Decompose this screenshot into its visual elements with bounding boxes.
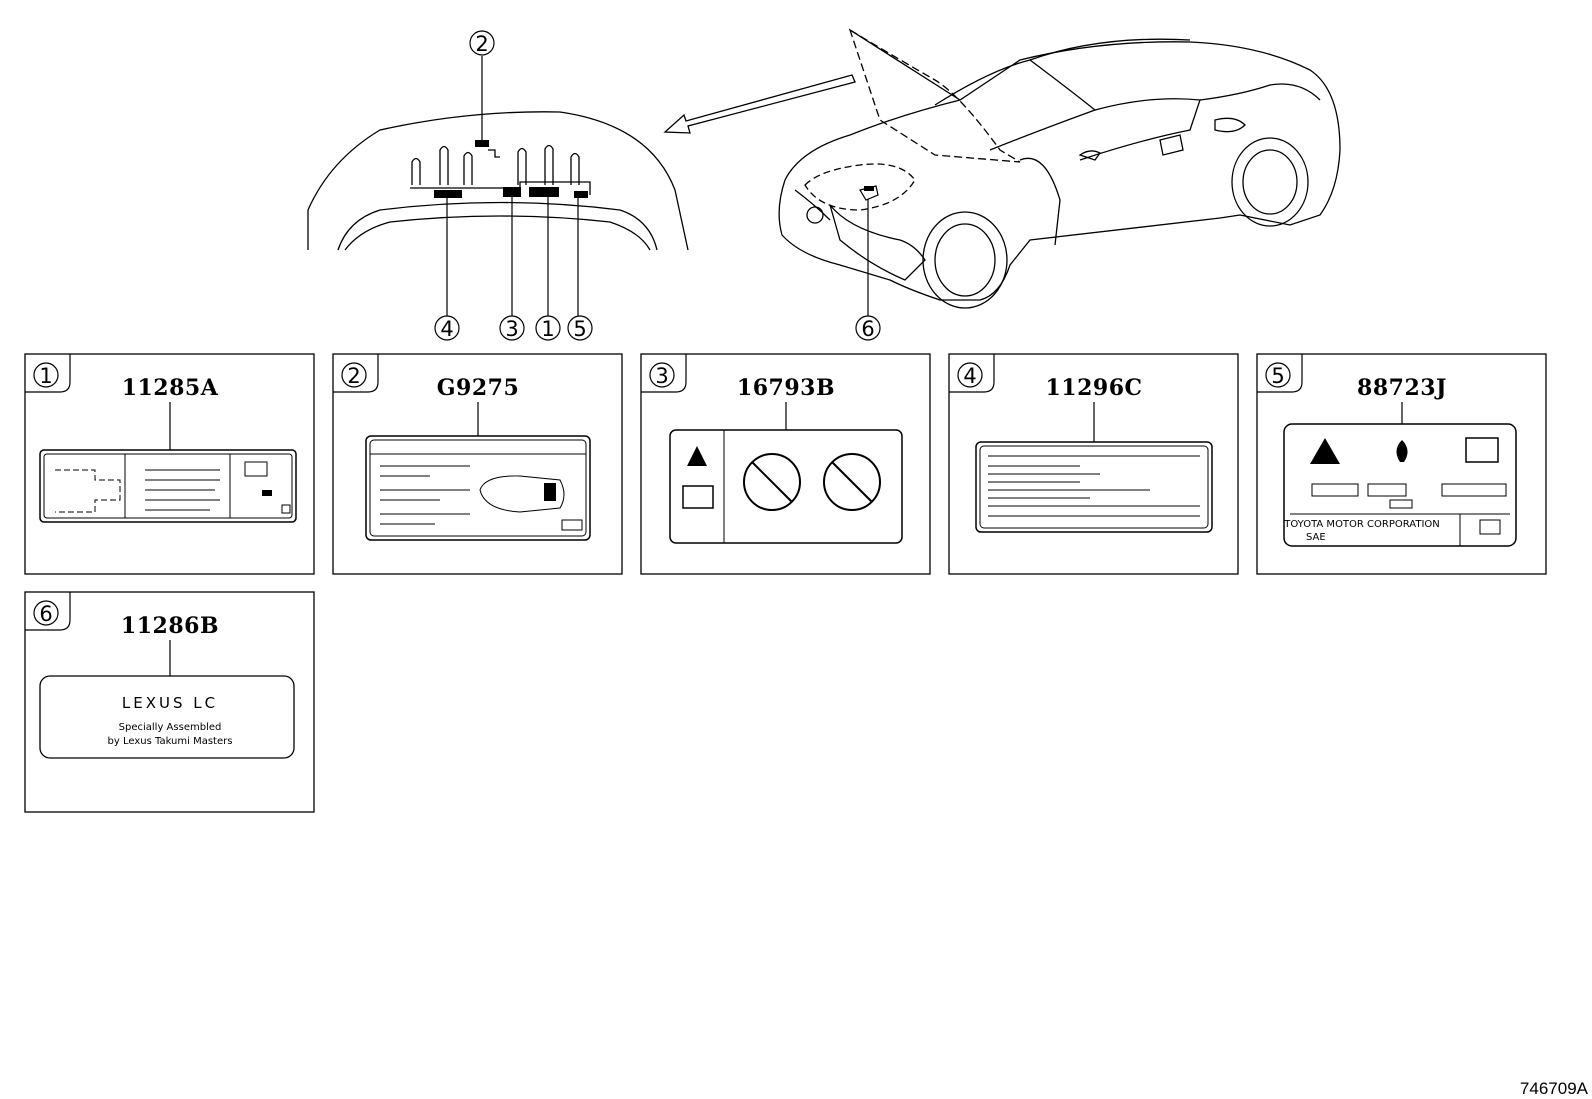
svg-text:1: 1: [541, 317, 554, 341]
engine-bay-detail: [307, 111, 689, 251]
panel-1: 1 11285A: [25, 354, 297, 523]
panel-3: 3 16793B: [641, 354, 903, 544]
panel-6: 6 11286B LEXUS LC Specially Assembled by…: [25, 592, 295, 759]
svg-text:16793B: 16793B: [737, 375, 835, 401]
svg-text:2: 2: [475, 32, 488, 56]
svg-text:6: 6: [39, 602, 52, 626]
panel-5: 5 88723J TOYOTA MOTOR CORPORATION SAE: [1257, 354, 1517, 547]
callout-2-top: 2: [469, 30, 495, 56]
svg-text:G9275: G9275: [437, 375, 520, 401]
car-illustration: [778, 28, 1341, 309]
panel-2: G9275 2 G9275: [333, 354, 591, 541]
callout-5-top: 5: [567, 315, 593, 341]
svg-text:TOYOTA MOTOR CORPORATION: TOYOTA MOTOR CORPORATION: [1283, 519, 1440, 530]
svg-text:by Lexus Takumi Masters: by Lexus Takumi Masters: [108, 736, 233, 747]
svg-text:Specially Assembled: Specially Assembled: [119, 722, 222, 733]
svg-text:11285A: 11285A: [122, 375, 219, 401]
svg-text:5: 5: [1271, 364, 1284, 388]
svg-text:4: 4: [440, 317, 453, 341]
label-panels: [24, 353, 1547, 813]
svg-text:11286B: 11286B: [121, 613, 219, 639]
svg-text:LEXUS LC: LEXUS LC: [122, 694, 218, 712]
label-positions: [434, 140, 588, 198]
leader-lines: [446, 56, 869, 316]
svg-text:88723J: 88723J: [1357, 375, 1447, 401]
callout-3-top: 3: [499, 315, 525, 341]
label-6-position: [859, 185, 879, 201]
svg-text:4: 4: [963, 364, 976, 388]
svg-text:1: 1: [39, 364, 52, 388]
panel-4: 4 11296C: [949, 354, 1213, 533]
callout-1-top: 1: [535, 315, 561, 341]
svg-text:SAE: SAE: [1306, 532, 1326, 543]
direction-arrow: [663, 74, 856, 134]
svg-text:3: 3: [505, 317, 518, 341]
svg-text:3: 3: [655, 364, 668, 388]
svg-text:5: 5: [573, 317, 586, 341]
svg-text:11296C: 11296C: [1045, 375, 1142, 401]
svg-text:6: 6: [861, 317, 874, 341]
callout-4-top: 4: [434, 315, 460, 341]
figure-reference: 746709A: [1520, 1079, 1589, 1098]
callout-6-top: 6: [855, 315, 881, 341]
svg-text:2: 2: [347, 364, 360, 388]
